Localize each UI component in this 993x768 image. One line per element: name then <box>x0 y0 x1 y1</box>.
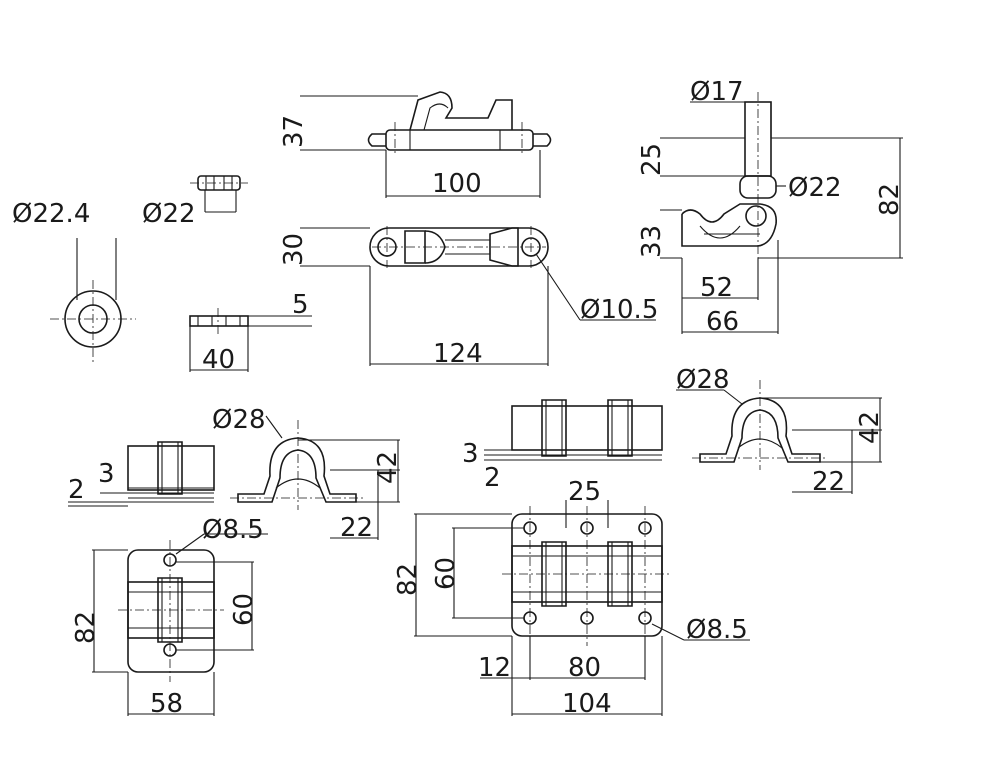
dim-plate-thickness: 5 <box>292 290 309 320</box>
latch-side-view <box>300 91 552 198</box>
dim-hook-pin-diameter: Ø17 <box>690 77 744 107</box>
dim-middle-plate-height: 82 <box>393 563 423 596</box>
flat-plate-view <box>189 308 312 372</box>
dim-middle-plate-hole-spacing: 60 <box>431 557 461 590</box>
hook-assembly-view <box>660 92 903 334</box>
dim-right-clamp-diameter: Ø28 <box>676 365 730 395</box>
dim-latch-height: 37 <box>279 115 309 148</box>
dim-pin-diameter: Ø22 <box>142 199 196 229</box>
dim-middle-plate-width: 104 <box>562 689 612 719</box>
dim-hook-total-height: 82 <box>875 183 905 216</box>
dim-left-plate-hole: Ø8.5 <box>202 515 264 545</box>
dim-hook-width-52: 52 <box>700 273 733 303</box>
dim-latch-length: 100 <box>432 169 482 199</box>
left-saddle-clamp-view <box>230 415 400 540</box>
dim-right-clamp-22: 22 <box>812 467 845 497</box>
washer-view <box>50 238 136 362</box>
dim-hook-width-66: 66 <box>706 307 739 337</box>
left-plate-top-view <box>92 533 268 716</box>
dim-hook-base-height: 33 <box>637 225 667 258</box>
dim-latch-hole-diameter: Ø10.5 <box>580 295 658 325</box>
dim-left-sleeve-2: 2 <box>68 475 85 505</box>
dim-middle-sleeve-2: 2 <box>484 463 501 493</box>
dim-middle-plate-12: 12 <box>478 653 511 683</box>
dim-left-plate-height: 82 <box>71 611 101 644</box>
latch-top-view <box>300 226 656 366</box>
dim-plate-width: 40 <box>202 345 235 375</box>
dim-left-plate-width: 58 <box>150 689 183 719</box>
dim-latch-total-length: 124 <box>433 339 483 369</box>
dim-hook-pin-height: 25 <box>637 143 667 176</box>
dim-left-clamp-height: 42 <box>373 451 403 484</box>
dim-hook-collar-diameter: Ø22 <box>788 173 842 203</box>
dim-middle-plate-25: 25 <box>568 477 601 507</box>
dim-left-sleeve-3: 3 <box>98 459 115 489</box>
dim-right-clamp-height: 42 <box>855 411 885 444</box>
dim-middle-sleeve-3: 3 <box>462 439 479 469</box>
middle-sleeve-side-view <box>484 399 663 461</box>
dim-middle-plate-80: 80 <box>568 653 601 683</box>
dim-left-clamp-diameter: Ø28 <box>212 405 266 435</box>
left-sleeve-side-view <box>68 441 215 507</box>
dim-left-plate-hole-spacing: 60 <box>229 593 259 626</box>
right-saddle-clamp-view <box>676 380 882 494</box>
dim-middle-plate-hole: Ø8.5 <box>686 615 748 645</box>
middle-plate-top-view <box>414 500 750 716</box>
dim-latch-width: 30 <box>279 233 309 266</box>
pin-view <box>190 175 248 213</box>
dim-left-clamp-22: 22 <box>340 513 373 543</box>
dim-washer-diameter: Ø22.4 <box>12 199 90 229</box>
